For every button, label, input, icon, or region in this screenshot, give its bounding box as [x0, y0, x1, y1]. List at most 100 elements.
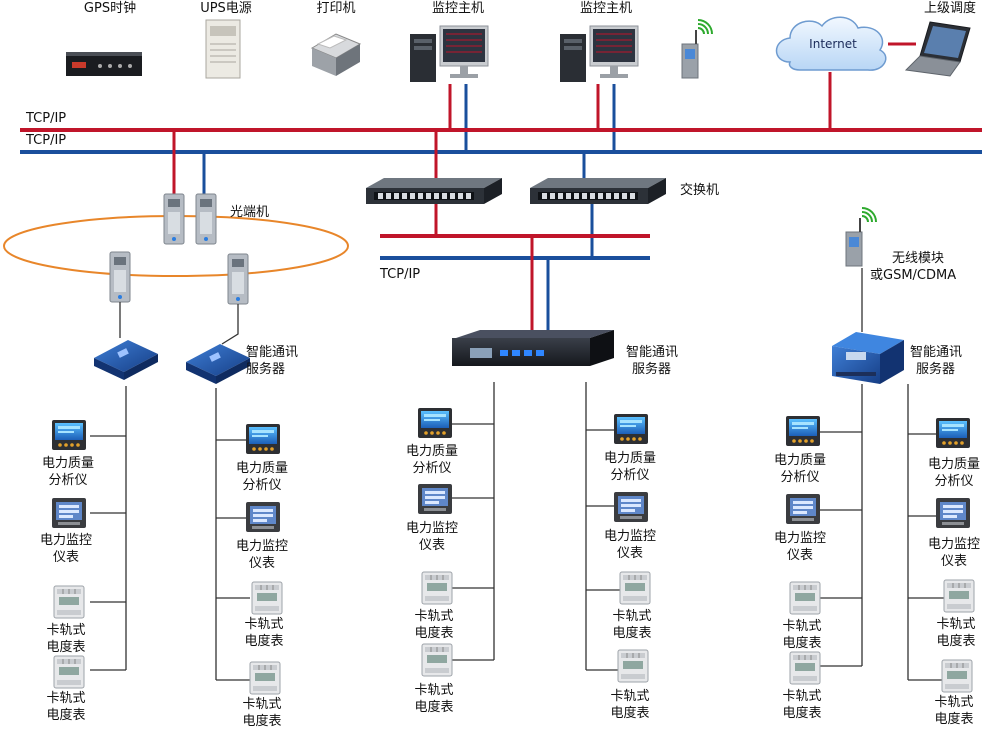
mid-a-pq-label-1: 电力质量 [406, 444, 458, 459]
mid-a-rail2-label-2: 电度表 [414, 699, 453, 715]
tcpip-blue-label: TCP/IP [25, 133, 66, 148]
left-b-pq-label-1: 电力质量 [236, 461, 288, 476]
left-a-pm-meter [52, 498, 86, 528]
mid-a-rail-meter-1 [421, 571, 453, 605]
right-a-pq-label-2: 分析仪 [780, 470, 819, 485]
comm-server-left-a [94, 340, 158, 380]
left-a-rail2-label-2: 电度表 [46, 707, 85, 723]
comm-server-middle [452, 330, 614, 366]
left-a-rail1-label-2: 电度表 [46, 639, 85, 655]
right-a-pm-label-1: 电力监控 [774, 531, 826, 546]
internet-cloud [775, 16, 887, 71]
laptop-device [904, 21, 971, 77]
mid-b-rail-meter-2 [617, 649, 649, 683]
printer-device [310, 33, 362, 76]
comm-server-right-label-1: 智能通讯 [910, 345, 962, 360]
right-b-bus [907, 384, 944, 681]
right-a-bus [820, 384, 863, 667]
optical-terminal-1 [163, 193, 185, 245]
left-b-rail-meter-2 [249, 661, 281, 695]
red-drops-top [448, 42, 916, 130]
right-a-rail2-label-1: 卡轨式 [782, 689, 821, 704]
right-b-rail2-label-1: 卡轨式 [934, 695, 973, 710]
left-b-rail2-label-1: 卡轨式 [242, 697, 281, 712]
mid-a-pq-label-2: 分析仪 [412, 461, 451, 476]
left-b-pm-label-2: 仪表 [249, 556, 275, 571]
left-b-bus [215, 388, 250, 681]
mid-a-rail-meter-2 [421, 643, 453, 677]
switch-label: 交换机 [680, 182, 719, 198]
mid-b-pq-analyzer [614, 414, 648, 444]
printer-label: 打印机 [316, 1, 355, 16]
wireless-module-top-device [681, 19, 713, 79]
comm-server-right-label-2: 服务器 [916, 361, 955, 377]
left-b-rail2-label-2: 电度表 [242, 713, 281, 729]
upper-dispatch-label: 上级调度 [924, 0, 976, 16]
right-b-pq-label-2: 分析仪 [934, 474, 973, 489]
right-a-pm-meter [786, 494, 820, 524]
ups-power-label: UPS电源 [200, 1, 252, 16]
mid-b-pq-label-2: 分析仪 [610, 468, 649, 483]
monitor-host-1-device [409, 25, 489, 83]
left-b-rail-meter-1 [251, 581, 283, 615]
comm-server-middle-label-1: 智能通讯 [626, 345, 678, 360]
gps-clock-label: GPS时钟 [84, 0, 136, 16]
left-a-rail1-label-1: 卡轨式 [46, 623, 85, 638]
right-a-pm-label-2: 仪表 [787, 548, 813, 563]
wireless-module-right-device [845, 207, 877, 267]
right-b-pm-label-2: 仪表 [941, 554, 967, 569]
mid-b-pm-meter [614, 492, 648, 522]
tcpip-mid-label: TCP/IP [379, 267, 420, 282]
mid-b-rail2-label-1: 卡轨式 [610, 689, 649, 704]
right-a-rail1-label-2: 电度表 [782, 635, 821, 651]
mid-b-pm-label-2: 仪表 [617, 546, 643, 561]
mid-b-pm-label-1: 电力监控 [604, 529, 656, 544]
mid-a-pm-label-1: 电力监控 [406, 521, 458, 536]
left-b-pq-analyzer [246, 424, 280, 454]
mid-b-rail1-label-2: 电度表 [612, 625, 651, 641]
left-a-bus [90, 386, 127, 671]
mid-b-bus [585, 382, 620, 671]
right-a-rail2-label-2: 电度表 [782, 705, 821, 721]
mid-a-rail1-label-2: 电度表 [414, 625, 453, 641]
right-b-rail-meter-1 [943, 579, 975, 613]
optical-terminal-4 [227, 253, 249, 305]
left-b-pm-meter [246, 502, 280, 532]
comm-server-middle-label-2: 服务器 [632, 361, 671, 377]
right-a-pq-analyzer [786, 416, 820, 446]
optical-terminal-label: 光端机 [230, 205, 269, 220]
left-a-pq-label-1: 电力质量 [42, 456, 94, 471]
mid-a-pm-meter [418, 484, 452, 514]
gps-clock-device [66, 52, 142, 76]
mid-a-pm-label-2: 仪表 [419, 538, 445, 553]
right-b-rail-meter-2 [941, 659, 973, 693]
optical-terminal-3 [109, 251, 131, 303]
tcpip-red-label: TCP/IP [25, 111, 66, 126]
right-a-pq-label-1: 电力质量 [774, 453, 826, 468]
right-b-rail2-label-2: 电度表 [934, 711, 973, 727]
wireless-module-label-2: 或GSM/CDMA [870, 268, 956, 283]
optical-terminal-2 [195, 193, 217, 245]
wireless-module-label-1: 无线模块 [892, 251, 944, 266]
mid-b-rail1-label-1: 卡轨式 [612, 609, 651, 624]
ups-power-device [205, 19, 241, 79]
left-a-pq-label-2: 分析仪 [48, 473, 87, 488]
mid-a-bus [452, 382, 495, 661]
monitor-host-1-label: 监控主机 [432, 1, 484, 16]
right-a-rail-meter-2 [789, 651, 821, 685]
left-b-pq-label-2: 分析仪 [242, 478, 281, 493]
right-b-rail1-label-2: 电度表 [936, 633, 975, 649]
monitor-host-2-device [559, 25, 639, 83]
comm-server-left-b [186, 344, 250, 384]
left-a-pm-label-2: 仪表 [53, 550, 79, 565]
comm-server-right [832, 332, 904, 384]
monitor-host-2-label: 监控主机 [580, 1, 632, 16]
right-a-rail-meter-1 [789, 581, 821, 615]
left-b-rail1-label-1: 卡轨式 [244, 617, 283, 632]
left-b-rail1-label-2: 电度表 [244, 633, 283, 649]
internet-label: Internet [809, 37, 857, 51]
mid-b-rail2-label-2: 电度表 [610, 705, 649, 721]
blue-drops-top [464, 84, 616, 152]
right-b-pm-meter [936, 498, 970, 528]
